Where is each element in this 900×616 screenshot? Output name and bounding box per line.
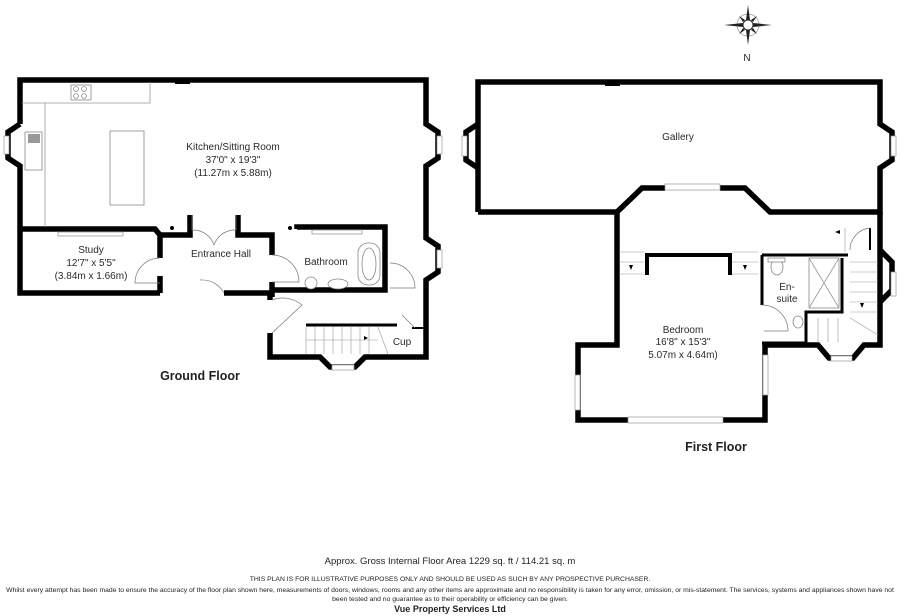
gross-floor-area: Approx. Gross Internal Floor Area 1229 s… [324,556,576,567]
first-floor-plan [461,79,897,424]
room-label-ensuite-line2: suite [776,294,798,305]
room-label-bedroom: Bedroom [663,325,704,336]
compass-rose-icon [724,5,772,45]
room-dim-kitchen-metric: (11.27m x 5.88m) [194,168,272,179]
room-label-kitchen: Kitchen/Sitting Room [186,142,279,153]
room-dim-kitchen-imperial: 37'0" x 19'3" [206,155,261,166]
room-label-bathroom: Bathroom [304,257,347,268]
ground-floor-title: Ground Floor [160,369,240,383]
compass-north-label: N [743,53,750,64]
room-label-entrance-hall: Entrance Hall [191,249,251,260]
first-floor-title: First Floor [685,440,747,454]
disclaimer-heading: THIS PLAN IS FOR ILLUSTRATIVE PURPOSES O… [249,576,651,583]
company-name: Vue Property Services Ltd [394,604,506,614]
room-dim-study-imperial: 12'7" x 5'5" [66,258,116,269]
disclaimer-body: Whilst every attempt has been made to en… [6,587,894,603]
room-label-cupboard: Cup [393,337,412,348]
room-dim-bedroom-imperial: 16'8" x 15'3" [656,337,711,348]
room-label-gallery: Gallery [662,132,694,143]
room-dim-study-metric: (3.84m x 1.66m) [55,271,128,282]
room-label-study: Study [78,245,104,256]
room-dim-bedroom-metric: 5.07m x 4.64m) [648,350,717,361]
ground-floor-plan [3,77,443,371]
room-label-ensuite-line1: En- [779,282,795,293]
